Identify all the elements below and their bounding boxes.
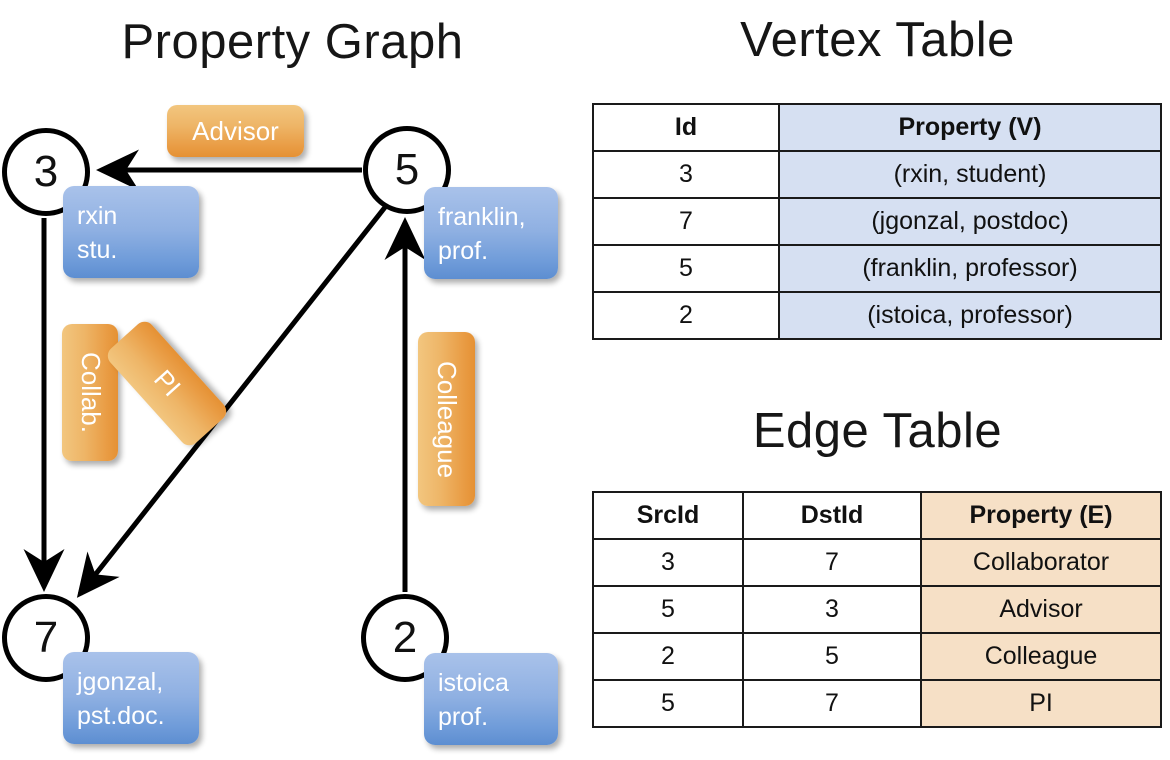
- table-row: 3 7 Collaborator: [592, 538, 1162, 587]
- graph-edges-svg: [23, 149, 426, 598]
- edge-label-collab-text: Collab.: [75, 352, 106, 433]
- graph-node-2[interactable]: 2: [361, 594, 449, 682]
- edge-label-colleague: Colleague: [418, 332, 475, 506]
- node-property-box-rxin: rxin stu.: [63, 186, 199, 278]
- edge-cell-property: PI: [920, 679, 1162, 728]
- property-graph-diagram: 3 5 7 2 rxin stu. franklin, prof. jgonza…: [2, 105, 558, 745]
- vertex-cell-property: (istoica, professor): [778, 291, 1162, 340]
- vertex-cell-property: (franklin, professor): [778, 244, 1162, 293]
- section-title-vertex-table: Vertex Table: [740, 13, 1015, 67]
- edge-cell-property: Advisor: [920, 585, 1162, 634]
- table-row: 5 (franklin, professor): [592, 244, 1162, 293]
- edge-cell-property: Colleague: [920, 632, 1162, 681]
- table-header-row: SrcId DstId Property (E): [592, 491, 1162, 540]
- edge-cell-dstid: 5: [742, 632, 922, 681]
- edge-cell-srcid: 3: [592, 538, 744, 587]
- graph-node-5[interactable]: 5: [363, 126, 451, 214]
- vertex-col-header-id: Id: [592, 103, 780, 152]
- edge-label-advisor-text: Advisor: [192, 115, 279, 146]
- section-title-edge-table: Edge Table: [752, 404, 1003, 458]
- edge-cell-dstid: 7: [742, 679, 922, 728]
- table-row: 2 (istoica, professor): [592, 291, 1162, 340]
- table-row: 5 3 Advisor: [592, 585, 1162, 634]
- edge-cell-srcid: 5: [592, 585, 744, 634]
- edge-label-advisor: Advisor: [167, 105, 304, 157]
- table-row: 7 (jgonzal, postdoc): [592, 197, 1162, 246]
- vertex-cell-property: (jgonzal, postdoc): [778, 197, 1162, 246]
- edge-label-collab: Collab.: [62, 324, 118, 461]
- edge-col-header-property: Property (E): [920, 491, 1162, 540]
- edge-col-header-dstid: DstId: [742, 491, 922, 540]
- page-title-property-graph: Property Graph: [121, 15, 464, 69]
- vertex-cell-property: (rxin, student): [778, 150, 1162, 199]
- vertex-table: Id Property (V) 3 (rxin, student) 7 (jgo…: [592, 103, 1162, 340]
- table-row: 5 7 PI: [592, 679, 1162, 728]
- table-header-row: Id Property (V): [592, 103, 1162, 152]
- table-row: 2 5 Colleague: [592, 632, 1162, 681]
- vertex-cell-id: 7: [592, 197, 780, 246]
- edge-5-to-7-pi: [76, 204, 388, 598]
- edge-cell-dstid: 3: [742, 585, 922, 634]
- vertex-col-header-property: Property (V): [778, 103, 1162, 152]
- node-property-box-franklin: franklin, prof.: [424, 187, 558, 279]
- edge-col-header-srcid: SrcId: [592, 491, 744, 540]
- node-property-box-jgonzal: jgonzal, pst.doc.: [63, 652, 199, 744]
- edge-label-pi-text: PI: [147, 364, 187, 403]
- table-row: 3 (rxin, student): [592, 150, 1162, 199]
- vertex-cell-id: 2: [592, 291, 780, 340]
- node-property-box-istoica: istoica prof.: [424, 653, 558, 745]
- edge-label-colleague-text: Colleague: [432, 360, 462, 478]
- edge-table: SrcId DstId Property (E) 3 7 Collaborato…: [592, 491, 1162, 728]
- edge-cell-property: Collaborator: [920, 538, 1162, 587]
- edge-cell-srcid: 2: [592, 632, 744, 681]
- vertex-cell-id: 5: [592, 244, 780, 293]
- edge-cell-srcid: 5: [592, 679, 744, 728]
- edge-cell-dstid: 7: [742, 538, 922, 587]
- vertex-cell-id: 3: [592, 150, 780, 199]
